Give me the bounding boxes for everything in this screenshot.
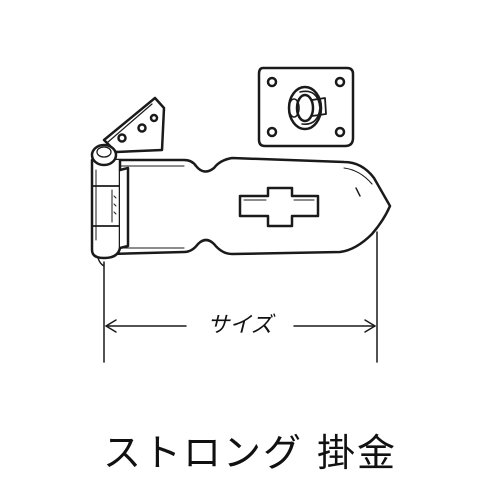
staple-plate bbox=[257, 66, 355, 148]
dimension-arrow-right bbox=[364, 319, 376, 333]
hinge-knuckle bbox=[90, 143, 130, 267]
dimension-lines bbox=[103, 231, 378, 363]
dimension-label: サイズ bbox=[190, 313, 290, 339]
hasp-plate bbox=[108, 156, 392, 256]
product-caption: ストロング 掛金 bbox=[102, 431, 398, 475]
dimension-arrow-left bbox=[105, 319, 117, 333]
hinge-leaf-plate bbox=[102, 96, 166, 154]
